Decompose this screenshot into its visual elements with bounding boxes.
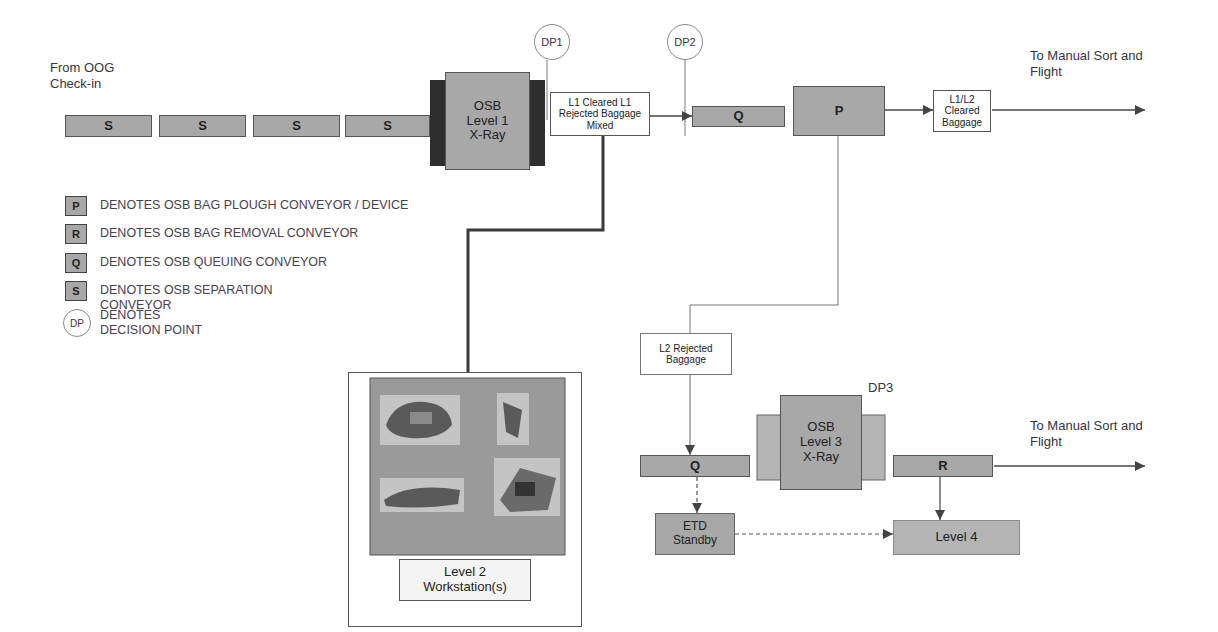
leader-line bbox=[547, 60, 548, 120]
node-text: R bbox=[938, 459, 947, 474]
xray-tab bbox=[430, 80, 446, 166]
node-text: S bbox=[292, 119, 301, 134]
xray-machine: OSB Level 1 X-Ray bbox=[445, 72, 530, 170]
node-text: P bbox=[835, 104, 844, 119]
leader-line bbox=[685, 60, 686, 136]
xray-tab bbox=[757, 415, 781, 480]
flow-connector bbox=[939, 477, 940, 520]
xray-machine: OSB Level 3 X-Ray bbox=[780, 395, 862, 490]
destination-label: To Manual Sort and Flight bbox=[1030, 418, 1150, 449]
destination-label: To Manual Sort and Flight bbox=[1030, 48, 1150, 79]
plough-conveyor: P bbox=[793, 86, 885, 136]
legend-box: S bbox=[65, 281, 87, 301]
legend-circle: DP bbox=[63, 309, 91, 337]
removal-conveyor: R bbox=[893, 455, 993, 477]
legend-box: P bbox=[65, 196, 87, 216]
node-text: S bbox=[104, 119, 113, 134]
node-text: L2 Rejected Baggage bbox=[651, 343, 721, 366]
legend-text: DENOTES OSB BAG REMOVAL CONVEYOR bbox=[100, 226, 490, 241]
legend-symbol: R bbox=[72, 228, 80, 240]
legend-text: DENOTES OSB QUEUING CONVEYOR bbox=[100, 255, 490, 270]
xray-tab bbox=[861, 415, 885, 480]
source-label: From OOG Check-in bbox=[50, 60, 130, 91]
decision-point: DP2 bbox=[667, 24, 703, 60]
legend-symbol: S bbox=[72, 285, 79, 297]
status-box: L1/L2 Cleared Baggage bbox=[933, 90, 991, 132]
node-text: Level 2 Workstation(s) bbox=[399, 559, 531, 601]
decision-point: DP1 bbox=[534, 24, 570, 60]
node-text: S bbox=[383, 119, 392, 134]
node-text: DP1 bbox=[541, 36, 562, 49]
queuing-conveyor: Q bbox=[692, 106, 785, 127]
separation-conveyor: S bbox=[159, 115, 246, 137]
node-text: OSB Level 3 X-Ray bbox=[793, 420, 849, 465]
separation-conveyor: S bbox=[65, 115, 152, 137]
level-box: Level 4 bbox=[893, 520, 1020, 555]
legend-text: DENOTES DECISION POINT bbox=[100, 308, 224, 338]
legend-symbol: Q bbox=[72, 257, 81, 269]
legend-text: DENOTES OSB BAG PLOUGH CONVEYOR / DEVICE bbox=[100, 198, 490, 213]
workstation-panel: Level 2 Workstation(s) bbox=[348, 372, 582, 627]
node-text: Q bbox=[733, 109, 743, 124]
flow-connector bbox=[735, 533, 893, 534]
flow-connector bbox=[650, 115, 692, 116]
flow-connector bbox=[696, 477, 697, 513]
legend-symbol: P bbox=[72, 200, 79, 212]
node-text: S bbox=[198, 119, 207, 134]
output-arrow bbox=[992, 109, 1145, 110]
xray-tab bbox=[529, 80, 545, 166]
node-text: L1 Cleared L1 Rejected Baggage Mixed bbox=[555, 97, 645, 132]
output-arrow bbox=[994, 465, 1145, 466]
queuing-conveyor: Q bbox=[640, 455, 750, 477]
node-text: OSB Level 1 X-Ray bbox=[460, 99, 516, 144]
workstation-screen bbox=[370, 378, 565, 555]
node-text: ETD Standby bbox=[665, 520, 725, 548]
decision-point-label: DP3 bbox=[868, 380, 908, 396]
node-text: L1/L2 Cleared Baggage bbox=[937, 94, 987, 129]
legend-symbol: DP bbox=[70, 318, 84, 329]
separation-conveyor: S bbox=[253, 115, 340, 137]
status-box: L2 Rejected Baggage bbox=[640, 333, 732, 375]
node-text: Level 4 bbox=[936, 530, 978, 545]
status-box: L1 Cleared L1 Rejected Baggage Mixed bbox=[550, 92, 650, 136]
flow-connector bbox=[885, 109, 933, 110]
etd-station: ETD Standby bbox=[655, 513, 735, 555]
flow-connector bbox=[468, 136, 603, 372]
node-text: Q bbox=[690, 459, 700, 474]
node-text: DP2 bbox=[674, 36, 695, 49]
legend-box: R bbox=[65, 224, 87, 244]
legend-box: Q bbox=[65, 253, 87, 273]
separation-conveyor: S bbox=[345, 115, 430, 137]
flow-connector bbox=[690, 136, 838, 333]
flow-connector bbox=[690, 375, 691, 455]
